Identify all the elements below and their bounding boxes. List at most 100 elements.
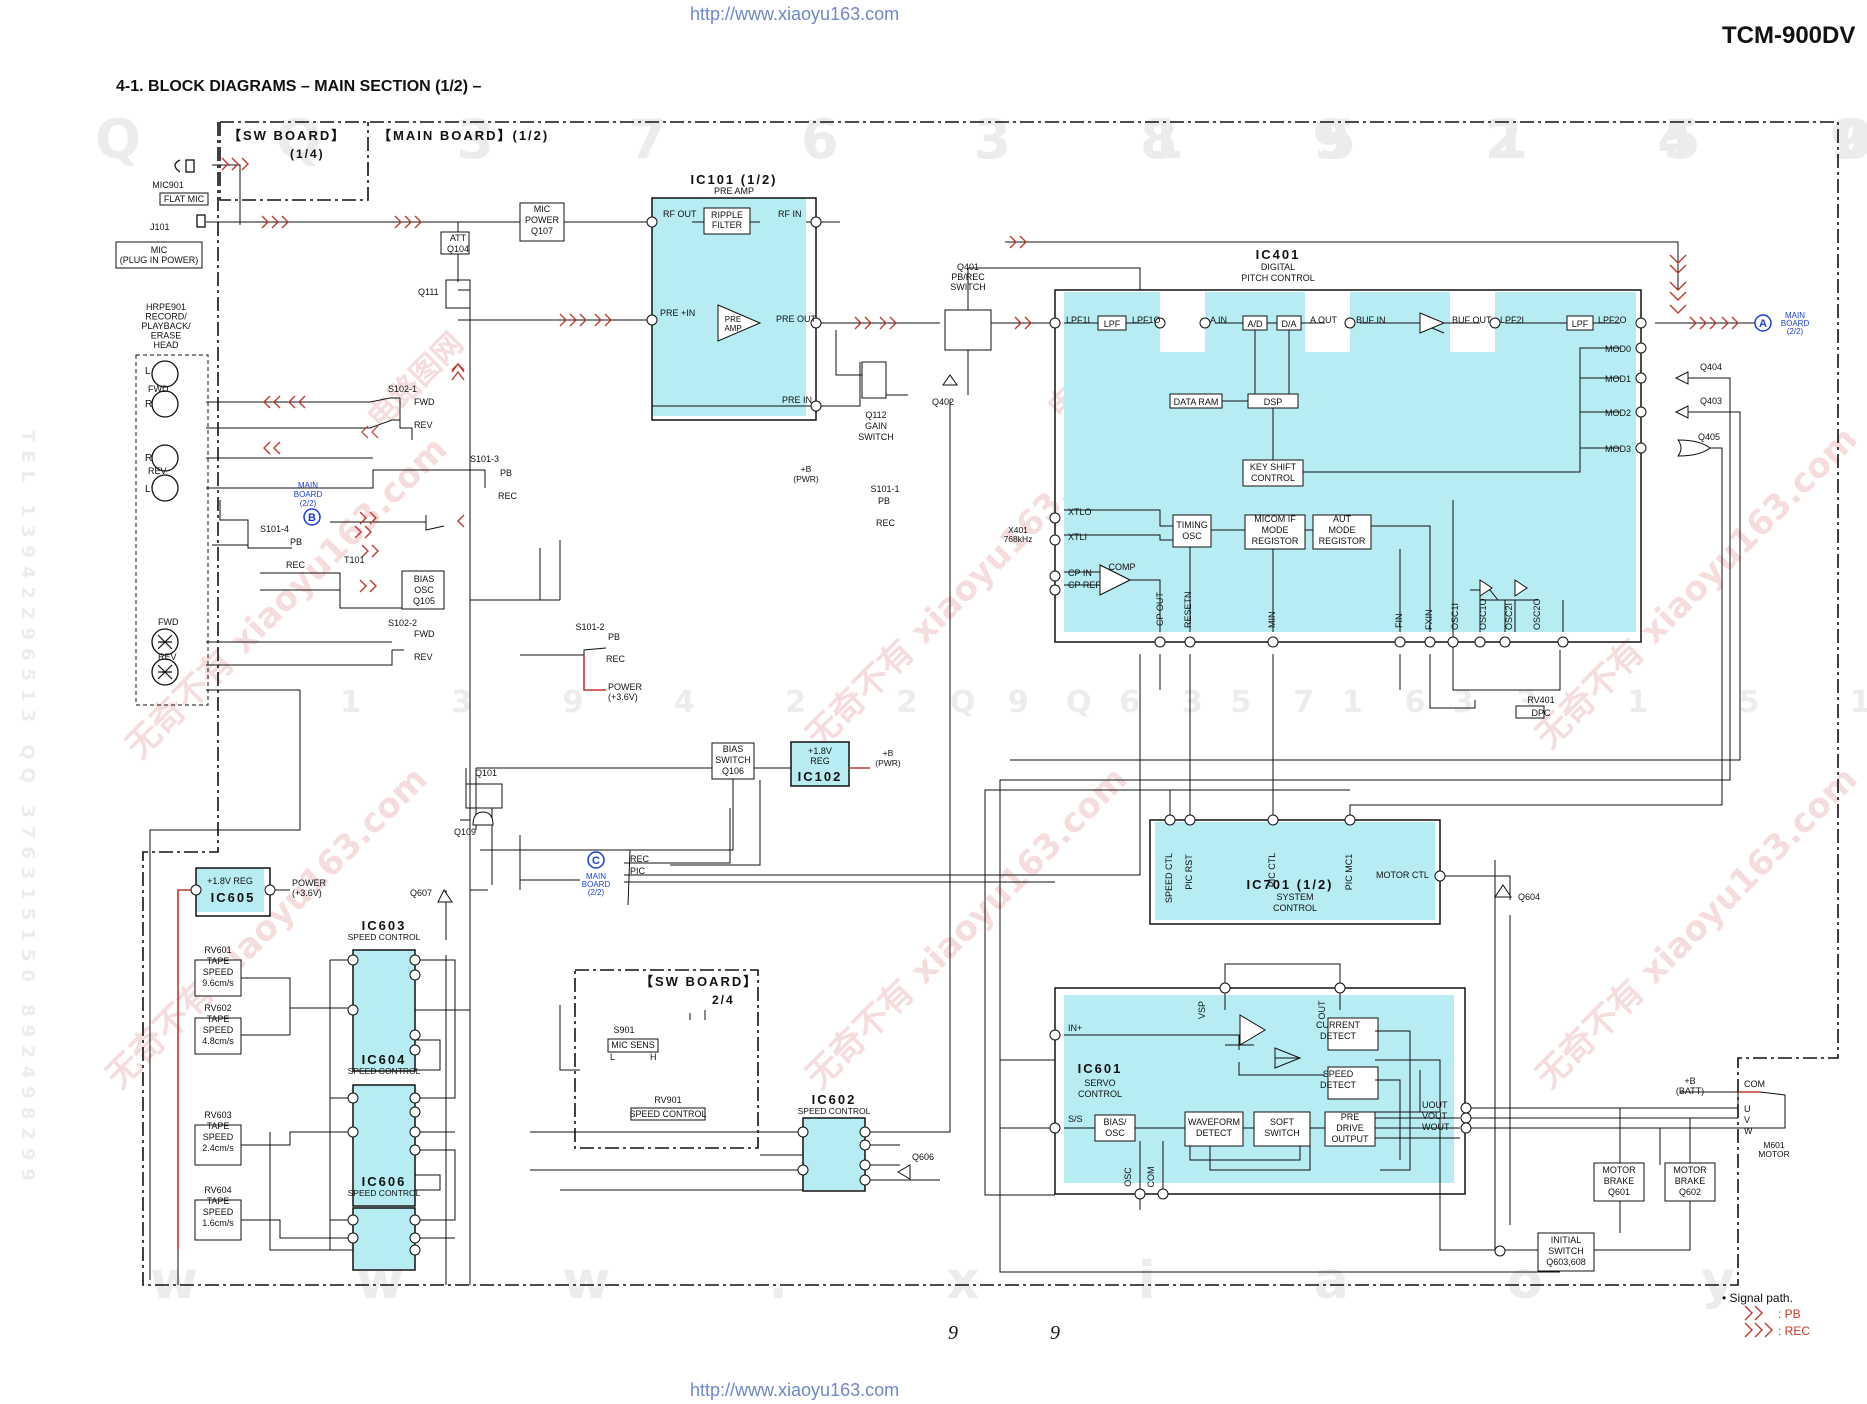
label-components-main_board_a-1: BOARD <box>582 880 611 889</box>
head-channel-0: L <box>145 366 151 377</box>
label-components-fwd: FWD <box>148 384 169 394</box>
label-components-timing_osc-1: OSC <box>1182 531 1202 541</box>
label-components-bias_switch-0: BIAS <box>723 744 744 754</box>
label-components-ic401_title: IC401 <box>1256 247 1301 262</box>
bottom-url[interactable]: http://www.xiaoyu163.com <box>690 1380 900 1400</box>
label-components-a_in: A IN <box>1210 315 1227 325</box>
label-components-mic_power-2: Q107 <box>531 226 553 236</box>
label-components-ic401_bottom-6: OSC1O <box>1478 598 1488 630</box>
label-components-rv601-1: TAPE <box>207 956 230 966</box>
label-components-ic701_pins-2: PIC CTL <box>1267 853 1277 888</box>
label-components-ic401_sub-1: PITCH CONTROL <box>1241 273 1315 283</box>
label-components-current_detect-1: DETECT <box>1320 1031 1357 1041</box>
model-name: TCM-900DV <box>1722 22 1856 49</box>
label-components-q112-0: Q112 <box>865 410 886 420</box>
label-components-head-2: PLAYBACK/ <box>141 321 191 331</box>
label-components-micom_if-1: MODE <box>1262 525 1289 535</box>
label-components-reg18_605: +1.8V REG <box>207 876 253 886</box>
label-components-main_board_a-2: (2/2) <box>300 499 317 508</box>
section-title: 4-1. BLOCK DIAGRAMS – MAIN SECTION (1/2)… <box>116 78 482 95</box>
s101-4-rec: REC <box>286 560 306 570</box>
label-components-uvw-0: U <box>1744 1104 1751 1114</box>
label-components-bias_osc2-1: OSC <box>1105 1128 1125 1138</box>
label-components-mod-3: MOD3 <box>1605 444 1631 454</box>
label-components-rev: REV <box>148 466 167 476</box>
label-components-ic701_sub-1: CONTROL <box>1273 903 1317 913</box>
label-components-rv604-0: RV604 <box>204 1185 231 1195</box>
label-components-brake2-1: BRAKE <box>1675 1176 1706 1186</box>
label-components-soft_switch-0: SOFT <box>1270 1117 1295 1127</box>
label-components-q101: Q101 <box>475 768 497 778</box>
label-components-rf_out: RF OUT <box>663 209 697 219</box>
head-channel-1: R <box>145 399 152 410</box>
label-components-ic102: IC102 <box>798 769 843 784</box>
marker-b: B <box>308 512 316 524</box>
label-components-ripple-1: FILTER <box>712 220 743 230</box>
label-components-rv401-1: DPC <box>1531 708 1551 718</box>
rev-motor-label: REV <box>158 652 177 662</box>
label-components-s901: S901 <box>613 1025 634 1035</box>
label-components-rv604-1: TAPE <box>207 1196 230 1206</box>
label-components-key_shift-1: CONTROL <box>1251 473 1295 483</box>
label-components-lpf2i: LPF2I <box>1500 315 1524 325</box>
label-components-pre_drive-1: DRIVE <box>1336 1123 1364 1133</box>
label-components-m601-0: M601 <box>1763 1140 1785 1150</box>
label-components-mic_plug-1: (PLUG IN POWER) <box>120 255 199 265</box>
lpf-block-2: LPF <box>1572 319 1589 329</box>
label-components-power_36-1: (+3.6V) <box>608 692 638 702</box>
label-components-aut_mode-2: REGISTOR <box>1319 536 1366 546</box>
label-components-ic401_bottom-3: FIN <box>1394 614 1404 629</box>
ic605-power: POWER <box>292 878 327 888</box>
s101-1-pb: PB <box>878 496 890 506</box>
label-components-data_ram: DATA RAM <box>1174 397 1219 407</box>
label-components-rv603-1: TAPE <box>207 1121 230 1131</box>
label-components-q607: Q607 <box>410 888 432 898</box>
label-components-ic401_bottom-1: RESETN <box>1183 591 1193 628</box>
label-components-xtli: XTLI <box>1068 532 1087 542</box>
top-url[interactable]: http://www.xiaoyu163.com <box>690 4 900 24</box>
label-components-main_board_a-0: MAIN <box>1785 311 1805 320</box>
label-components-head-3: ERASE <box>151 331 182 341</box>
label-components-pre_out: PRE OUT <box>776 314 817 324</box>
label-components-rv604-2: SPEED <box>203 1207 234 1217</box>
label-components-s101_3: S101-3 <box>470 454 499 464</box>
page-number-left: 9 <box>948 1322 958 1344</box>
svg-text:TEL 13942296513 QQ 376315150 8: TEL 13942296513 QQ 376315150 892498299 <box>17 430 38 1189</box>
label-components-ic701_sub-0: SYSTEM <box>1276 892 1313 902</box>
svg-text:Q Q 3 7 6 3 1 5 1 5 0: Q Q 3 7 6 3 1 5 1 5 0 <box>95 108 1867 171</box>
label-components-q111: Q111 <box>418 287 439 297</box>
label-components-current_detect-0: CURRENT <box>1316 1020 1361 1030</box>
label-components-buf_out: BUF OUT <box>1452 315 1492 325</box>
label-components-ic601_sub-1: CONTROL <box>1078 1089 1122 1099</box>
label-components-lh-0: L <box>610 1052 615 1062</box>
label-components-rv901-0: RV901 <box>654 1095 681 1105</box>
label-components-ic605: IC605 <box>211 890 256 905</box>
label-components-cp_ref: CP REF <box>1068 580 1101 590</box>
label-components-brake1-2: Q601 <box>1608 1187 1630 1197</box>
ic603-speed-control: SPEED CONTROL <box>348 932 421 942</box>
label-components-rv603-3: 2.4cm/s <box>202 1143 234 1153</box>
label-components-x401-0: X401 <box>1008 525 1028 535</box>
label-components-s101_2: S101-2 <box>575 622 604 632</box>
head-channel-2: R <box>145 453 152 464</box>
label-components-initial_switch-0: INITIAL <box>1551 1235 1582 1245</box>
label-components-rv602-0: RV602 <box>204 1003 231 1013</box>
ic605-power: (+3.6V) <box>292 888 322 898</box>
label-components-com: COM <box>1744 1079 1765 1089</box>
label-components-att-1: Q104 <box>447 244 469 254</box>
label-components-reg_label: REG <box>810 756 830 766</box>
label-components-ic401_bottom-2: MIN <box>1267 612 1277 629</box>
label-components-lpf1o: LPF1O <box>1132 315 1161 325</box>
label-components-ic701_pins-0: SPEED CTL <box>1164 853 1174 903</box>
label-components-motor_ctl: MOTOR CTL <box>1376 870 1429 880</box>
label-components-q404: Q404 <box>1700 362 1722 372</box>
label-components-q401-0: Q401 <box>957 262 979 272</box>
label-components-ic601_sub-0: SERVO <box>1084 1078 1115 1088</box>
label-components-rv602-1: TAPE <box>207 1014 230 1024</box>
sw-board-2-label: 【SW BOARD】 <box>640 974 758 989</box>
label-components-bias_osc-0: BIAS <box>414 574 435 584</box>
label-components-cp_in: CP IN <box>1068 568 1092 578</box>
label-components-reg_18: +1.8V <box>808 746 832 756</box>
label-components-mic_power-1: POWER <box>525 215 560 225</box>
